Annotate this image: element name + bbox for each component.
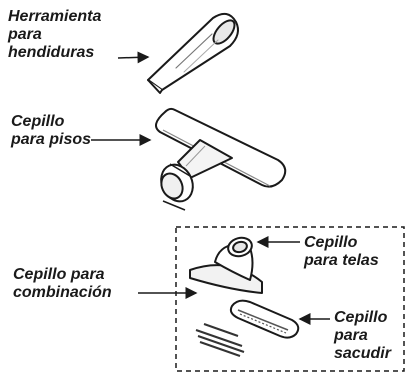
crevice-tool-label-line-3: hendiduras	[8, 44, 95, 61]
floor-brush-label-line-1: Cepillo	[11, 113, 65, 130]
floor-brush-label-line-2: para pisos	[11, 131, 92, 148]
upholstery-brush-illustration	[189, 236, 263, 294]
upholstery-brush-label-line-1: Cepillo	[304, 234, 358, 251]
crevice-tool-illustration	[147, 12, 239, 94]
upholstery-brush-label: Cepillo para telas	[304, 234, 379, 270]
dusting-brush-illustration	[229, 299, 300, 339]
crevice-tool-label-line-2: para	[8, 26, 42, 43]
combination-brush-label: Cepillo para combinación	[13, 266, 112, 302]
dusting-brush-label: Cepillo para sacudir	[334, 309, 391, 363]
floor-brush-illustration	[155, 107, 287, 211]
floor-brush-label: Cepillo para pisos	[11, 113, 91, 149]
dusting-brush-label-line-2: para	[334, 327, 368, 344]
combination-brush-label-line-2: combinación	[13, 284, 112, 301]
crevice-tool-label: Herramienta para hendiduras	[8, 8, 101, 62]
crevice-tool-label-line-1: Herramienta	[8, 8, 102, 25]
dusting-brush-label-line-3: sacudir	[334, 345, 391, 362]
dusting-brush-label-line-1: Cepillo	[334, 309, 388, 326]
crevice-tool-leader	[117, 51, 150, 64]
upholstery-brush-label-line-2: para telas	[304, 252, 379, 269]
combination-brush-label-line-1: Cepillo para	[13, 266, 105, 283]
combination-brush-dashed-box	[175, 226, 405, 372]
motion-shading	[195, 323, 245, 357]
